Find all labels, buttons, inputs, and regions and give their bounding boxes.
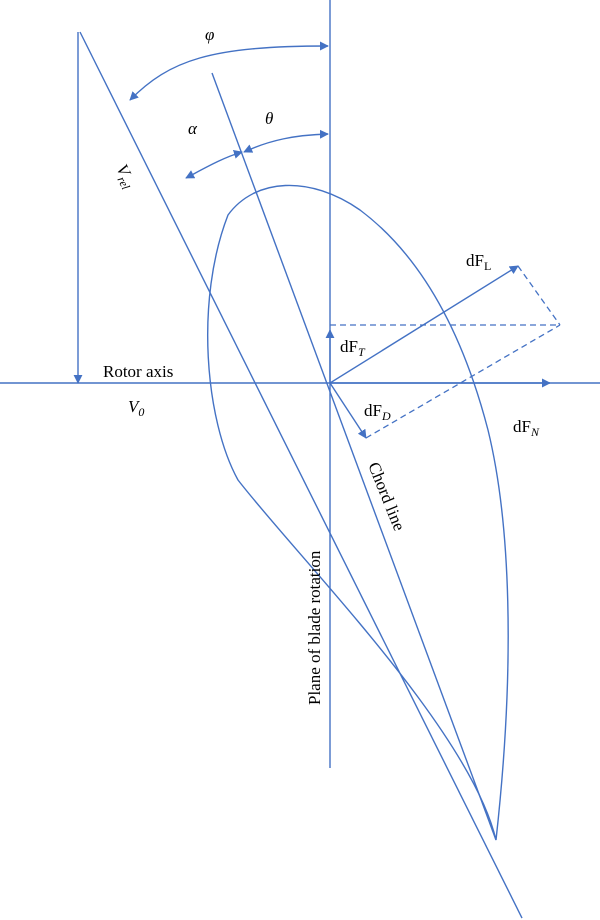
rotor-axis-label: Rotor axis xyxy=(103,362,173,381)
v0-label: V0 xyxy=(128,397,144,419)
airfoil-profile xyxy=(207,184,509,841)
dashed-line-lift-side xyxy=(517,265,561,326)
theta-arc xyxy=(243,129,329,153)
dfd-arrow xyxy=(329,382,367,439)
chord-line-label: Chord line xyxy=(364,459,409,533)
dfn-label: dFN xyxy=(513,417,540,439)
alpha-label: α xyxy=(188,119,198,138)
svg-text:Vrel: Vrel xyxy=(110,161,140,192)
theta-label: θ xyxy=(265,109,273,128)
dashed-line-drag-side xyxy=(365,324,561,439)
phi-arc xyxy=(129,41,329,101)
v-rel-label: Vrel xyxy=(110,161,140,192)
svg-text:Chord line: Chord line xyxy=(364,459,409,533)
dfd-label: dFD xyxy=(364,401,391,423)
alpha-arc xyxy=(185,150,243,179)
svg-text:Plane of blade rotation: Plane of blade rotation xyxy=(305,550,324,705)
chord-line xyxy=(211,72,497,841)
plane-of-rotation-label: Plane of blade rotation xyxy=(305,550,324,705)
dft-label: dFT xyxy=(340,337,366,359)
relative-wind-line xyxy=(79,31,523,919)
dfl-label: dFL xyxy=(466,251,491,273)
phi-label: φ xyxy=(205,25,214,44)
